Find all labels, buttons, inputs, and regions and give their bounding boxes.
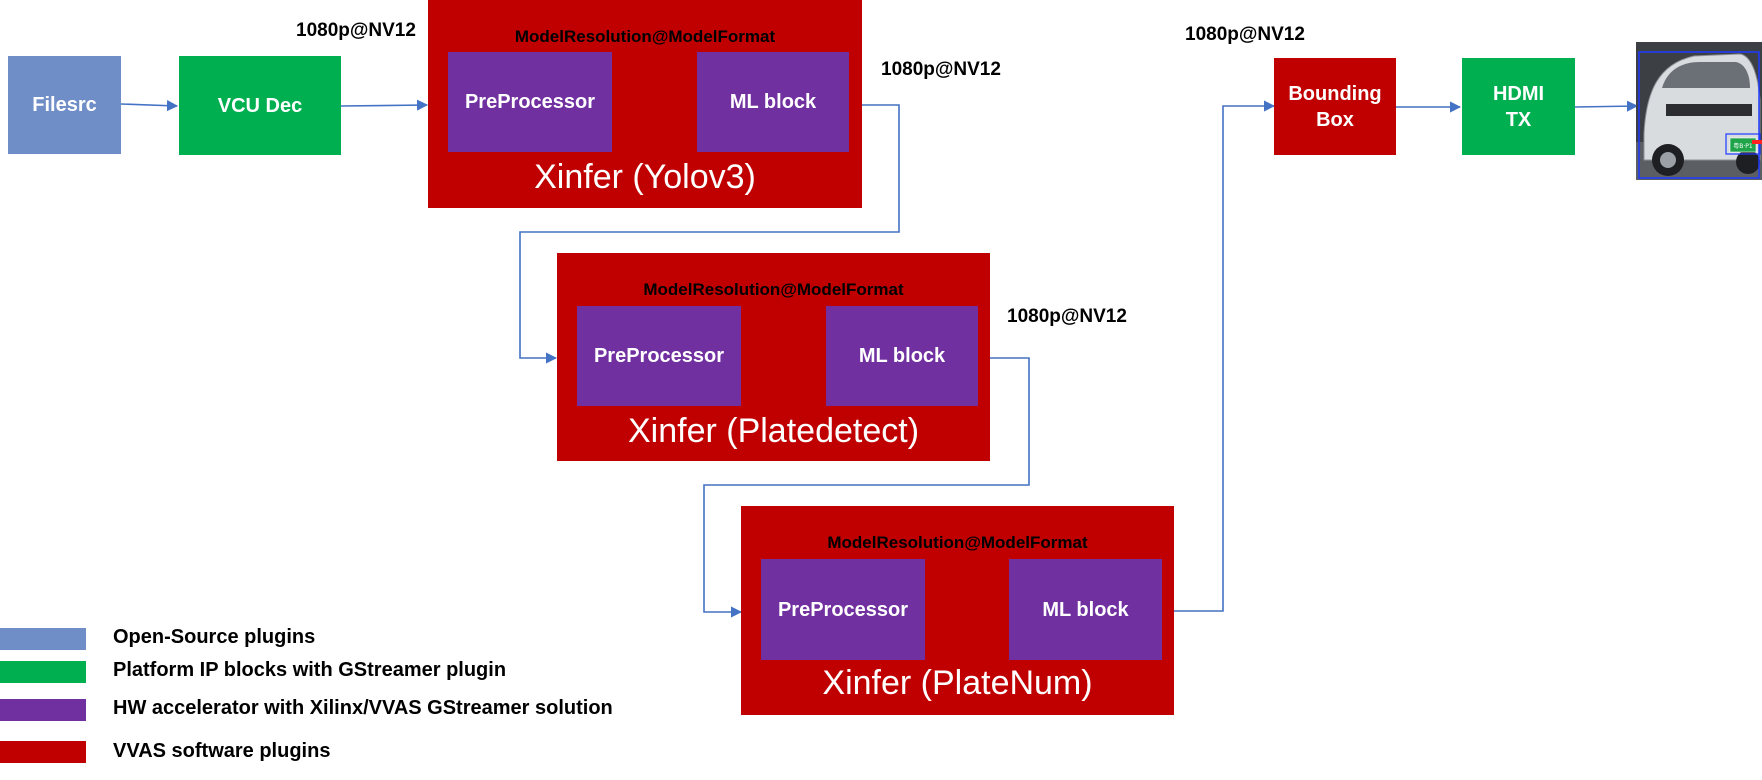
legend-swatch-open-source bbox=[0, 628, 86, 650]
hdmi-tx-block: HDMI TX bbox=[1462, 58, 1575, 155]
arrow-yolo-to-platedetect bbox=[519, 104, 900, 364]
preprocessor-label: PreProcessor bbox=[464, 91, 596, 113]
legend-swatch-vvas-software bbox=[0, 741, 86, 763]
arrow-platenum-to-bbox bbox=[1174, 100, 1276, 612]
xinfer-platedetect-container: ModelResolution@ModelFormat PreProcessor… bbox=[557, 253, 990, 461]
edge-label-yolo-out: 1080p@NV12 bbox=[881, 59, 1001, 80]
legend-label-hw-accelerator: HW accelerator with Xilinx/VVAS GStreame… bbox=[113, 697, 613, 719]
edge-label-dec-out: 1080p@NV12 bbox=[296, 20, 416, 41]
output-frame-image: 粤B·P1 bbox=[1636, 42, 1762, 180]
plate-text: 粤B·P1 bbox=[1733, 142, 1753, 150]
xinfer-platenum-container: ModelResolution@ModelFormat PreProcessor… bbox=[741, 506, 1174, 715]
xinfer-yolov3-container: ModelResolution@ModelFormat PreProcessor… bbox=[428, 0, 862, 208]
arrow-platedetect-to-platenum bbox=[703, 357, 1030, 618]
vehicle-bounding-box bbox=[1638, 51, 1760, 179]
bounding-box-block: Bounding Box bbox=[1274, 58, 1396, 155]
arrowhead-overlay bbox=[1752, 140, 1762, 144]
vcu-dec-block: VCU Dec bbox=[179, 56, 341, 155]
legend-swatch-platform-ip bbox=[0, 661, 86, 683]
preprocessor-label: PreProcessor bbox=[777, 598, 909, 621]
ml-block: ML block bbox=[826, 306, 978, 406]
legend-label-platform-ip: Platform IP blocks with GStreamer plugin bbox=[113, 659, 507, 681]
arrow-hdmi-to-display bbox=[1574, 100, 1639, 112]
ml-block-label: ML block bbox=[729, 91, 817, 113]
preprocessor-block: PreProcessor bbox=[761, 559, 925, 660]
legend-swatch-hw-accelerator bbox=[0, 699, 86, 721]
edge-label-plate-out: 1080p@NV12 bbox=[1007, 306, 1127, 327]
filesrc-block: Filesrc bbox=[8, 56, 121, 154]
ml-block: ML block bbox=[697, 52, 849, 152]
model-format-label: ModelResolution@ModelFormat bbox=[827, 533, 1088, 552]
arrow-filesrc-to-vcu bbox=[120, 100, 179, 112]
filesrc-label: Filesrc bbox=[32, 94, 97, 116]
arrow-vcu-to-yolo bbox=[340, 99, 429, 111]
stage-title: Xinfer (PlateNum) bbox=[822, 664, 1093, 702]
preprocessor-label: PreProcessor bbox=[593, 345, 725, 367]
ml-block-label: ML block bbox=[858, 345, 946, 367]
edge-label-bbox-in: 1080p@NV12 bbox=[1185, 24, 1305, 45]
stage-title: Xinfer (Platedetect) bbox=[627, 412, 920, 450]
car-image: 粤B·P1 bbox=[1636, 42, 1762, 180]
ml-block: ML block bbox=[1009, 559, 1162, 660]
preprocessor-block: PreProcessor bbox=[577, 306, 741, 406]
hdmi-tx-label: HDMI TX bbox=[1492, 82, 1545, 131]
bounding-box-label: Bounding Box bbox=[1288, 82, 1382, 131]
stage-title: Xinfer (Yolov3) bbox=[534, 158, 756, 196]
ml-block-label: ML block bbox=[1042, 598, 1129, 621]
model-format-label: ModelResolution@ModelFormat bbox=[514, 27, 776, 46]
legend-label-vvas-software: VVAS software plugins bbox=[113, 740, 331, 762]
model-format-label: ModelResolution@ModelFormat bbox=[643, 280, 904, 299]
preprocessor-block: PreProcessor bbox=[448, 52, 612, 152]
legend-label-open-source: Open-Source plugins bbox=[113, 626, 316, 648]
vcu-dec-label: VCU Dec bbox=[217, 94, 303, 117]
